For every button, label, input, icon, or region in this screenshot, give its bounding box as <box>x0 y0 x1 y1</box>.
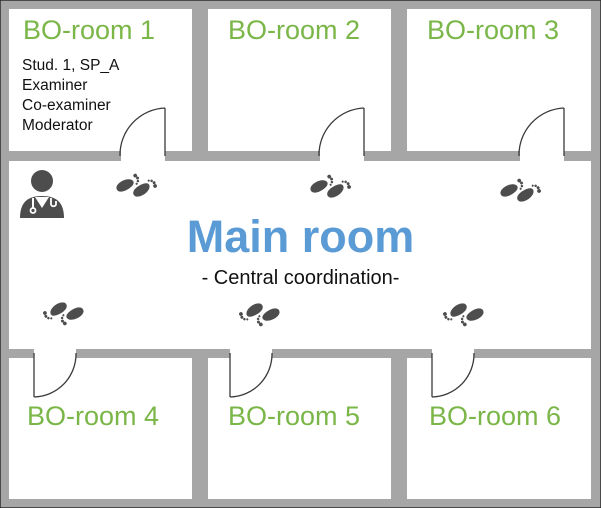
bo-room-6-floor <box>407 358 591 499</box>
bo-room-3-floor <box>407 9 591 151</box>
door-6 <box>431 352 475 398</box>
door-opening-4 <box>34 348 76 359</box>
door-4 <box>33 352 77 398</box>
staff-item: Examiner <box>22 77 88 94</box>
room1-staff-list: Stud. 1, SP_A Examiner Co-examiner Moder… <box>22 56 119 136</box>
staff-item: Co-examiner <box>22 97 111 114</box>
door-opening-3 <box>520 150 564 162</box>
door-opening-2 <box>320 150 364 162</box>
room-label-bo-5: BO-room 5 <box>228 401 361 431</box>
main-room-title: Main room <box>186 211 415 262</box>
door-opening-1 <box>121 150 165 162</box>
main-room-floor <box>9 161 591 349</box>
staff-item: Moderator <box>22 117 93 134</box>
room-label-bo-4: BO-room 4 <box>27 401 160 431</box>
door-opening-6 <box>432 348 474 359</box>
bo-room-2-floor <box>208 9 391 151</box>
door-2 <box>318 107 365 157</box>
bo-room-1-floor <box>9 9 192 151</box>
door-1 <box>119 107 166 157</box>
room-label-bo-3: BO-room 3 <box>427 15 560 45</box>
bo-room-4-floor <box>9 358 192 499</box>
doctor-icon <box>20 170 64 218</box>
door-3 <box>518 107 565 157</box>
staff-item: Stud. 1, SP_A <box>22 57 120 74</box>
room-label-bo-2: BO-room 2 <box>228 15 361 45</box>
main-room-subtitle: - Central coordination- <box>201 267 400 289</box>
door-5 <box>229 352 273 398</box>
door-opening-5 <box>230 348 272 359</box>
room-label-bo-1: BO-room 1 <box>23 15 156 45</box>
bo-room-5-floor <box>208 358 391 499</box>
room-label-bo-6: BO-room 6 <box>429 401 562 431</box>
